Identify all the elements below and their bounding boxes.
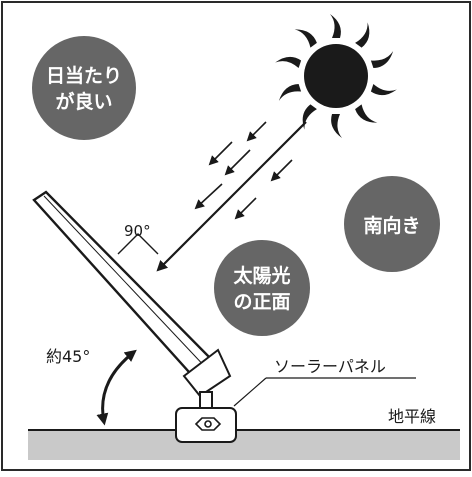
- badge-facing-sun: 太陽光 の正面: [214, 240, 310, 336]
- ray-arrow: [208, 141, 233, 166]
- solar-panel: [32, 190, 237, 443]
- sun-ray-arrows: [194, 121, 293, 220]
- badge-sunlight-line2: が良い: [55, 90, 112, 113]
- badge-facing-sun-line2: の正面: [233, 291, 290, 313]
- main-sun-ray: [156, 121, 307, 272]
- tilt-arc-arrow: [96, 349, 137, 426]
- ray-arrow: [270, 159, 293, 182]
- callout-leader: [233, 377, 267, 407]
- badge-facing-sun-line1: 太陽光: [233, 264, 290, 287]
- panel-edge-line: [43, 195, 211, 373]
- ray-arrow: [224, 149, 251, 176]
- base-bolt-icon: [194, 417, 222, 431]
- badge-sunlight-line1: 日当たり: [46, 64, 122, 87]
- ground: [28, 430, 460, 460]
- sun-icon: [275, 14, 397, 138]
- right-angle-marker: [117, 233, 159, 255]
- panel-base: [175, 407, 237, 443]
- ray-arrow: [246, 121, 267, 142]
- solar-panel-label: ソーラーパネル: [274, 357, 386, 376]
- ray-arrow: [194, 183, 223, 210]
- badge-south-line1: 南向き: [363, 214, 420, 237]
- ray-arrow: [234, 197, 257, 220]
- tilt-label: 約45°: [46, 347, 90, 366]
- panel-clamp: [182, 348, 232, 398]
- horizon-label: 地平線: [388, 407, 436, 426]
- badge-south: 南向き: [344, 176, 440, 272]
- right-angle-label: 90°: [124, 222, 151, 240]
- badge-sunlight: 日当たり が良い: [32, 36, 136, 140]
